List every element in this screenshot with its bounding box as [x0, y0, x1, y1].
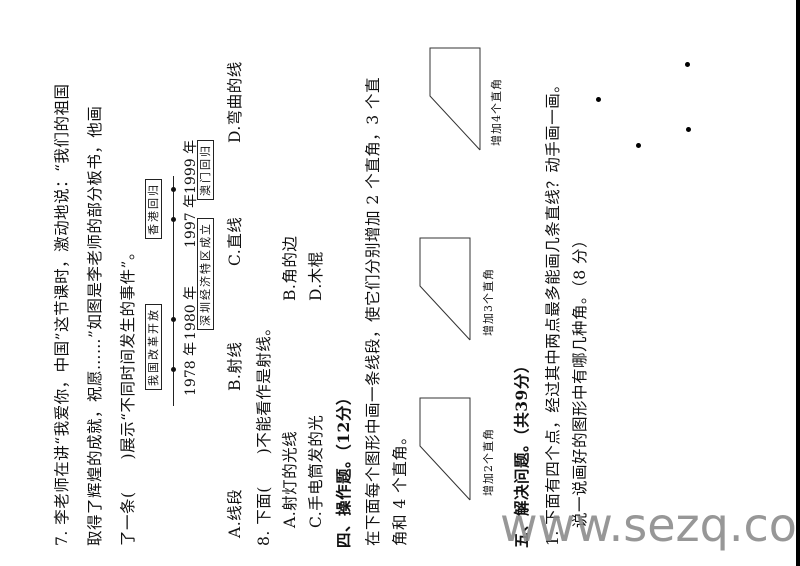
timeline-point-1997	[171, 217, 176, 222]
timeline-year-1978: 1978 年	[183, 341, 199, 396]
timeline-point-1999	[171, 187, 176, 192]
point-2[interactable]	[636, 143, 641, 148]
q7-line-3: 了一条( )展示“不同时间发生的事件”。	[119, 244, 137, 546]
q7-option-c: C.直线	[226, 216, 244, 266]
q8-option-a: A.射灯的光线	[281, 430, 299, 528]
timeline-point-1978	[171, 367, 176, 372]
q7-line-1: 7. 李老师在讲“我爱你，中国”这节课时，激动地说：“我们的祖国	[53, 83, 71, 547]
trapezoid-shape-4[interactable]	[428, 46, 484, 156]
section-5-q1-line-2: 说一说画好的图形中有哪几种角。（8 分）	[571, 231, 589, 528]
q7-option-d: D.弯曲的线	[226, 61, 244, 143]
shape-caption-3: 增加3个直角	[482, 268, 495, 336]
shape-caption-2: 增加2个直角	[482, 428, 495, 496]
q7-line-2: 取得了辉煌的成就，祝愿……”如图是李老师的部分板书，他画	[86, 105, 104, 546]
q8-stem: 8. 下面( )不能看作是射线。	[255, 319, 273, 546]
section-5-q1-line-1: 1. 下面有四个点，经过其中两点最多能画几条直线？动手画一画。	[544, 76, 562, 546]
section-4-instruction-line-2: 角和 4 个直角。	[391, 428, 409, 546]
trapezoid-shape-3[interactable]	[418, 236, 474, 346]
timeline-point-1980	[171, 317, 176, 322]
point-4[interactable]	[686, 127, 691, 132]
section-4-title: 四、操作题。（12分）	[334, 389, 353, 548]
section-4-instruction-line-1: 在下面每个图形中画一条线段，使它们分别增加 2 个直角，3 个直	[364, 76, 382, 546]
timeline-label-1980: 深圳经济特区成立	[197, 218, 214, 330]
timeline-label-1978: 我国改革开放	[145, 304, 162, 390]
q8-option-b: B.角的边	[281, 235, 299, 301]
point-3[interactable]	[685, 62, 690, 67]
shape-caption-4: 增加4个直角	[490, 78, 503, 146]
q8-option-d: D.木棍	[307, 251, 325, 301]
trapezoid-shape-2[interactable]	[418, 396, 474, 506]
watermark-text: www.sezq.com	[500, 498, 800, 552]
q7-option-b: B.射线	[226, 341, 244, 391]
timeline-label-1997: 香港回归	[145, 179, 162, 239]
timeline-label-1999: 澳门回归	[197, 140, 214, 200]
scan-edge-bar	[796, 0, 800, 566]
point-1[interactable]	[596, 97, 601, 102]
q7-option-a: A.线段	[226, 488, 244, 538]
q8-option-c: C.手电筒发的光	[307, 414, 325, 528]
